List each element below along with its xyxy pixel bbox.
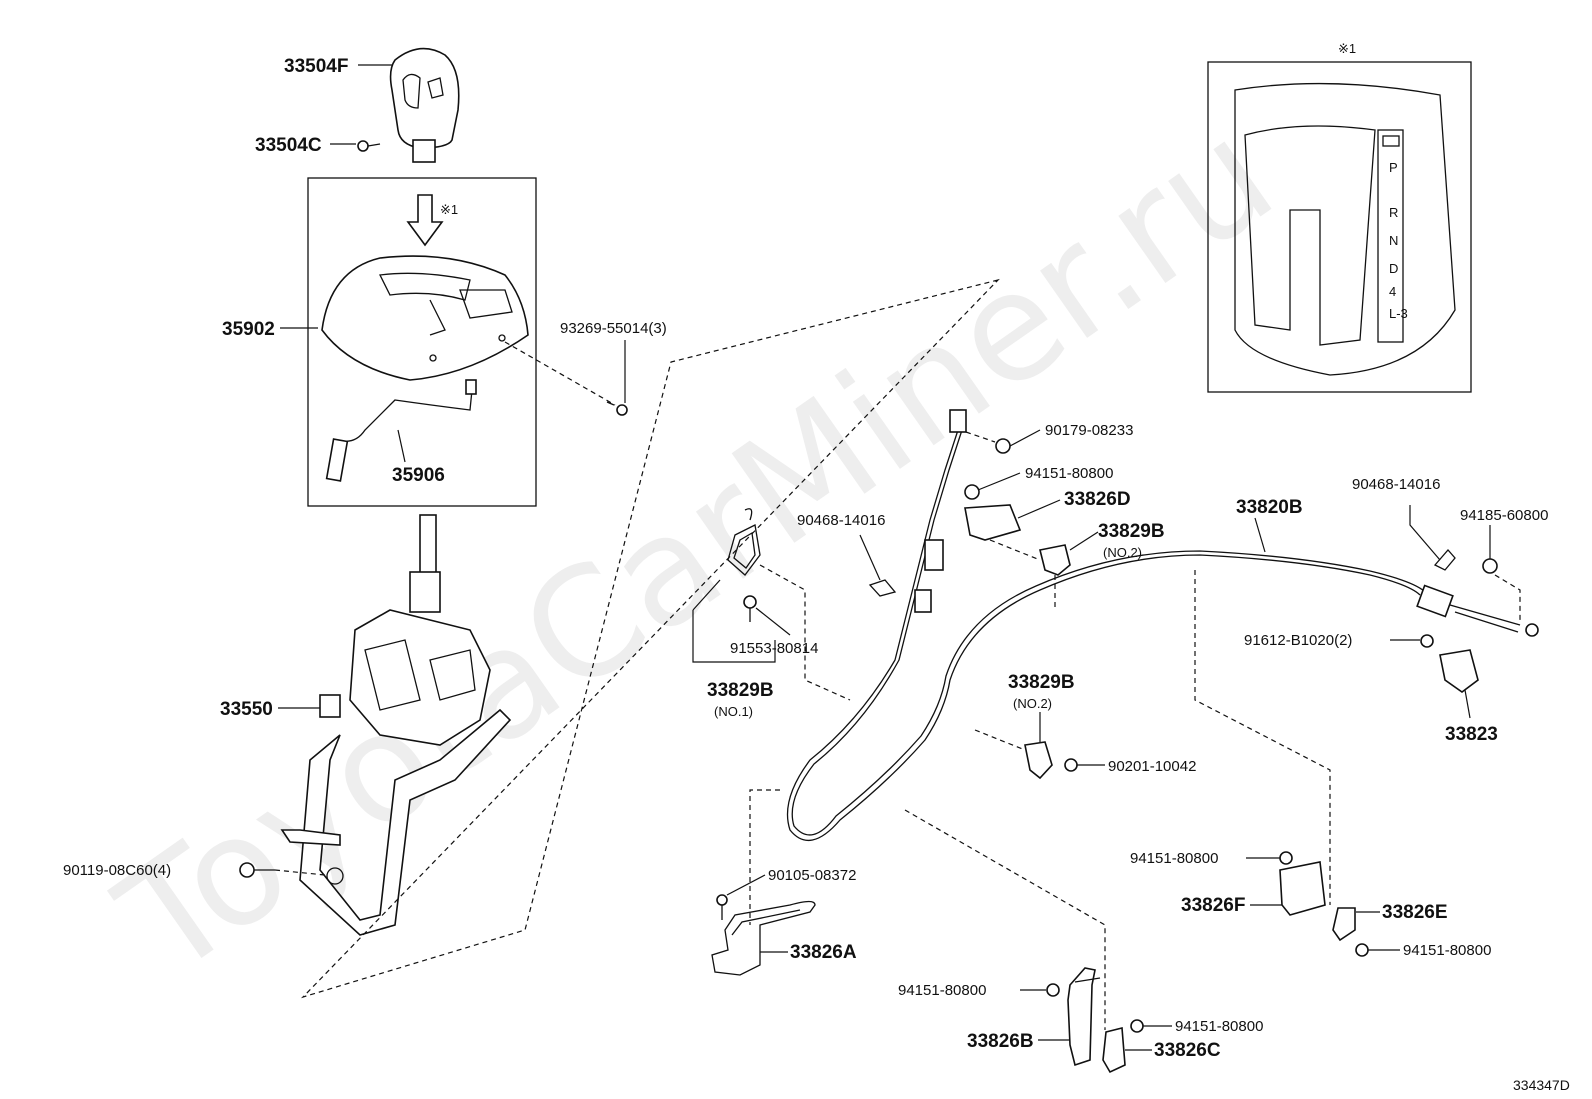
label-90105: 90105-08372 [768,867,856,884]
label-33826B: 33826B [967,1031,1034,1052]
bracket-33823 [1439,649,1479,693]
nut-94151-a [964,484,980,500]
label-90468-b: 90468-14016 [1352,476,1440,493]
label-33550: 33550 [220,699,273,720]
shift-lever-assembly-33550 [280,514,512,936]
clip-90468-a [868,579,897,597]
nut-94151-d [1046,983,1060,997]
diagram-id: 334347D [1513,1077,1570,1093]
nut-90201 [1064,758,1078,772]
label-91553: 91553-80814 [730,640,818,657]
label-no2-lower: (NO.2) [1013,696,1052,711]
label-90119: 90119-08C60(4) [63,862,171,879]
nut-90179 [995,438,1011,454]
label-90468-a: 90468-14016 [797,512,885,529]
group-outline [300,278,1000,999]
gate-4: 4 [1389,284,1396,299]
label-33826D: 33826D [1064,489,1131,510]
harness-35906 [325,379,477,482]
label-33826E: 33826E [1382,902,1448,923]
screw-33504C [357,140,381,152]
label-no1: (NO.1) [714,704,753,719]
bolt-90119 [239,862,275,878]
shift-knob-33504F [389,47,460,163]
bolt-91612 [1420,634,1434,648]
label-90201: 90201-10042 [1108,758,1196,775]
shift-bezel-35902 [321,255,529,381]
label-35902: 35902 [222,319,275,340]
label-94151-d: 94151-80800 [898,982,986,999]
label-33829B-no2-upper: 33829B [1098,521,1165,542]
bracket-33826D [964,504,1022,541]
nut-94151-b [1279,851,1293,865]
label-93269: 93269-55014(3) [560,320,667,337]
bolt-91553 [743,595,757,609]
bolt-90105 [716,894,728,906]
label-94185: 94185-60800 [1460,507,1548,524]
label-33826F: 33826F [1181,895,1245,916]
clip-33829B-no2-lower [1024,741,1053,780]
bracket-33826E [1332,907,1356,942]
bracket-33829B-no1 [727,508,761,576]
bracket-33826F [1279,861,1326,916]
reference-mark-inset: ※1 [1338,41,1356,56]
label-94151-a: 94151-80800 [1025,465,1113,482]
bracket-33826C [1102,1026,1126,1074]
label-91612: 91612-B1020(2) [1244,632,1352,649]
clip-33829B-no2-upper [1039,544,1071,576]
gate-D: D [1389,261,1398,276]
gate-position-labels: P R N D 4 L-3 [1389,160,1408,321]
label-90179: 90179-08233 [1045,422,1133,439]
nut-94185 [1482,558,1498,574]
label-33823: 33823 [1445,724,1498,745]
label-33504F: 33504F [284,56,348,77]
label-94151-e: 94151-80800 [1175,1018,1263,1035]
screw-93269 [606,401,628,416]
gate-R: R [1389,205,1398,220]
bracket-33826B [1067,967,1101,1067]
gate-indicator-box [1207,61,1472,393]
label-33826C: 33826C [1154,1040,1221,1061]
bracket-33826A [711,900,816,976]
clip-90468-b [1433,549,1456,571]
label-94151-c: 94151-80800 [1403,942,1491,959]
label-33826A: 33826A [790,942,857,963]
label-no2-upper: (NO.2) [1103,545,1142,560]
label-33829B-no2-lower: 33829B [1008,672,1075,693]
label-94151-b: 94151-80800 [1130,850,1218,867]
label-33504C: 33504C [255,135,322,156]
label-33820B: 33820B [1236,497,1303,518]
reference-mark-arrow: ※1 [440,202,458,217]
gate-L3: L-3 [1389,306,1408,321]
bezel-group-box [307,177,537,507]
gate-indicator-panel [1234,82,1456,376]
gate-N: N [1389,233,1398,248]
label-35906: 35906 [392,465,445,486]
transmission-cable-33820B [786,409,1539,842]
nut-94151-e [1130,1019,1144,1033]
label-33829B-no1: 33829B [707,680,774,701]
gate-P: P [1389,160,1398,175]
nut-94151-c [1355,943,1369,957]
arrow-down-icon [406,194,444,247]
